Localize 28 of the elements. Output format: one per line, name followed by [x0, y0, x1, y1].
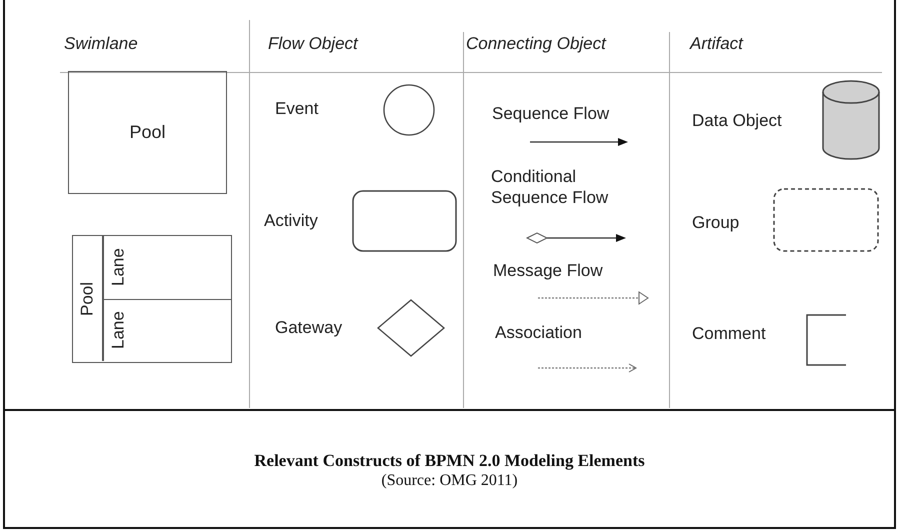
symbol-label: Sequence Flow — [492, 103, 610, 124]
figure-title: Relevant Constructs of BPMN 2.0 Modeling Elements — [253, 451, 646, 471]
symbol-label: Conditional Sequence Flow — [491, 166, 610, 208]
symbol-label: Comment — [692, 323, 766, 344]
symbol-label: Message Flow — [493, 260, 603, 281]
diamond-symbol — [377, 299, 445, 357]
symbol-label: Gateway — [275, 317, 342, 338]
rounded-rectangle — [352, 190, 457, 252]
cylinder-symbol — [822, 80, 880, 160]
column-heading: Flow Object — [268, 33, 358, 54]
lane-label: Lane — [103, 300, 133, 361]
symbol-label: Data Object — [692, 110, 782, 131]
dashed-rounded-rectangle — [773, 188, 879, 252]
column-heading: Swimlane — [64, 33, 138, 54]
symbol-label: Group — [692, 212, 740, 233]
circle-symbol — [383, 84, 435, 136]
symbol-label: Association — [495, 322, 582, 343]
lane-row — [102, 299, 231, 361]
symbol-label: Activity — [264, 210, 318, 231]
pool-with-lanes-box — [72, 235, 232, 363]
bracket-symbol — [806, 314, 846, 366]
pool-label: Pool — [76, 280, 98, 318]
column-heading: Connecting Object — [466, 33, 606, 54]
figure-caption: (Source: OMG 2011) — [380, 472, 519, 490]
pool-box: Pool — [68, 71, 227, 194]
symbol-label: Event — [275, 98, 318, 119]
lane-label: Lane — [103, 236, 133, 299]
column-heading: Artifact — [690, 33, 743, 54]
